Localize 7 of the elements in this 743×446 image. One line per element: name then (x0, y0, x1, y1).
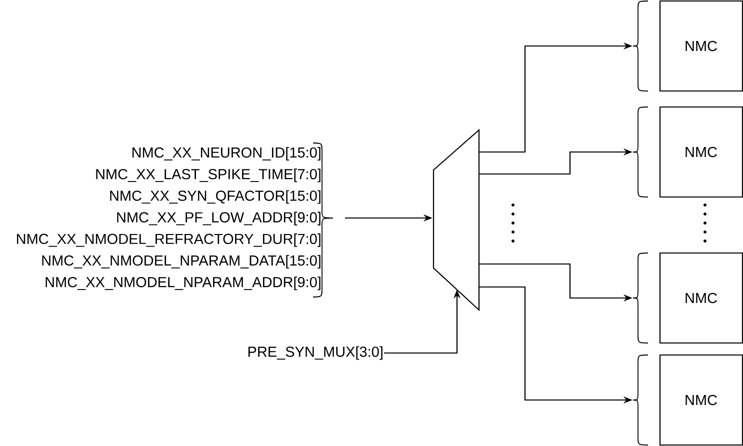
block-box: NMC (632, 0, 743, 92)
block-box: NMC (632, 252, 743, 344)
block-box: NMC (632, 354, 743, 446)
block-box: NMC (632, 106, 743, 198)
multiplexer-symbol (432, 128, 480, 312)
signal-label: PRE_SYN_MUX[3:0] (248, 346, 382, 360)
signal-list: NMC_XX_NEURON_ID[15:0] NMC_XX_LAST_SPIKE_TIME[7:0] NMC_XX_SYN_QFACTOR[15:0] NMC_XX_PF_LOW_ADDR[9:0] NMC_XX_NMODEL_REFRACTORY_DUR[7:0] NMC_XX_NMODEL_NPARAM_DATA[15:0] NMC_XX_NMODEL_NPARAM_ADDR[9:0] (17, 142, 334, 298)
